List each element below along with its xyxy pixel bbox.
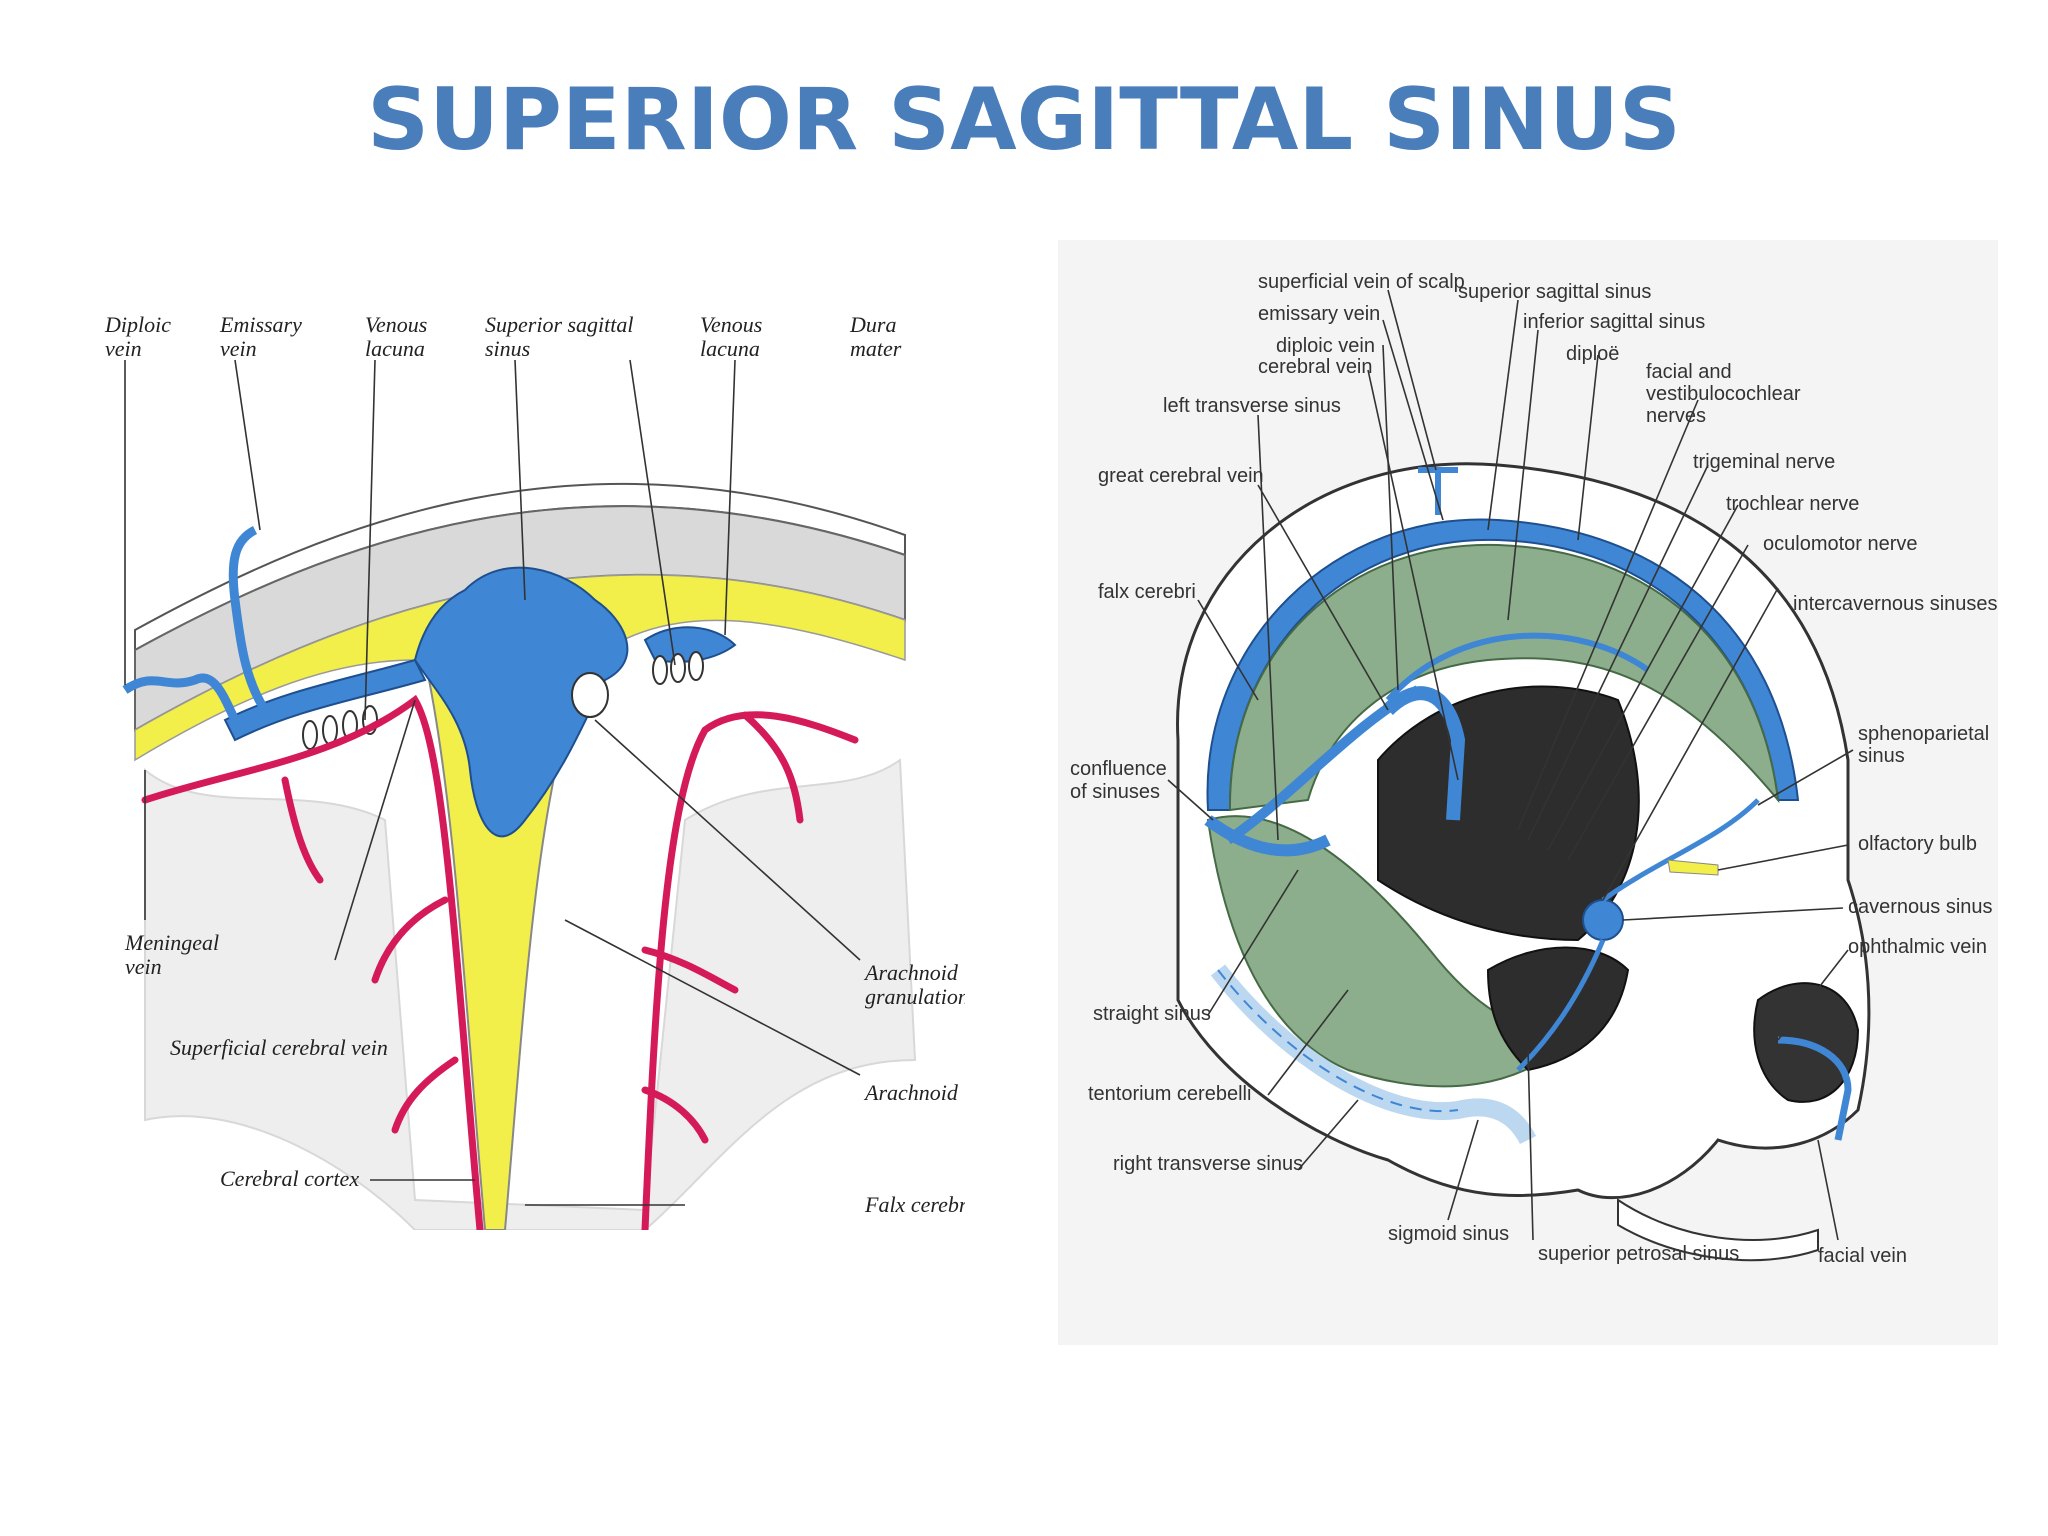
falx-cerebri [423,659,587,1230]
label-superficial-vein-of-scalp: superficial vein of scalp [1258,271,1465,293]
label-venous-lacuna-left-1: Venous [365,312,427,337]
label-falx-cerebri: falx cerebri [1098,581,1196,603]
label-emissary-vein: emissary vein [1258,303,1380,325]
left-transverse-sinus [1204,815,1331,857]
label-meningeal-vein-1: Meningeal [124,930,219,955]
label-diploic-vein-2: vein [105,336,142,361]
superior-sagittal-sinus [1206,518,1800,811]
ophthalmic-facial-vein [1777,1036,1852,1141]
label-arachnoid-granulation-2: granulation [865,984,965,1009]
label-facial-vein: facial vein [1818,1245,1907,1267]
cavernous-sinus [1582,899,1624,941]
maxilla-teeth [1617,1198,1819,1262]
label-superior-sagittal-sinus-1: Superior sagittal [485,312,634,337]
label-confluence-of-sinuses-1: confluence [1070,758,1167,780]
label-emissary-vein-2: vein [220,336,257,361]
label-tentorium-cerebelli: tentorium cerebelli [1088,1083,1251,1105]
superior-sagittal-sinus [413,566,629,838]
label-meningeal-vein-2: vein [125,954,162,979]
label-cerebral-vein: cerebral vein [1258,356,1373,378]
label-sphenoparietal-sinus-1: sphenoparietal [1858,723,1989,745]
olfactory-bulb [1667,859,1719,876]
label-facial-vestibulocochlear-1: facial and [1646,361,1732,383]
label-venous-lacuna-left-2: lacuna [365,336,425,361]
emissary-vein [1418,467,1458,515]
label-arachnoid-granulation-1: Arachnoid [863,960,959,985]
label-confluence-of-sinuses-2: of sinuses [1070,781,1160,803]
label-right-transverse-sinus: right transverse sinus [1113,1153,1303,1175]
cranial-fossa [1377,685,1640,942]
label-leaders [1167,289,1854,1241]
label-inferior-sagittal-sinus: inferior sagittal sinus [1523,311,1705,333]
coronal-section-illustration: Diploic vein Emissary vein Venous lacuna… [104,312,965,1230]
emissary-vein [228,525,269,713]
label-facial-vestibulocochlear-3: nerves [1646,405,1706,427]
label-superficial-cerebral-vein: Superficial cerebral vein [170,1035,388,1060]
venous-lacuna-left [223,658,427,742]
label-facial-vestibulocochlear-2: vestibulocochlear [1646,383,1801,405]
label-diploic-vein-1: Diploic [104,312,171,337]
label-venous-lacuna-right-2: lacuna [700,336,760,361]
label-oculomotor-nerve: oculomotor nerve [1763,533,1918,555]
great-cerebral-vein [1383,686,1466,821]
falx-cerebri [1228,543,1780,812]
middle-fossa [1486,946,1630,1072]
label-ophthalmic-vein: ophthalmic vein [1848,936,1987,958]
right-transverse-sinus-outline [1217,969,1459,1113]
label-cavernous-sinus: cavernous sinus [1848,896,1993,918]
label-superior-sagittal-sinus-2: sinus [485,336,530,361]
arachnoid-granulations-right [652,651,704,685]
label-diploic-vein: diploic vein [1276,335,1375,357]
label-intercavernous-sinuses: intercavernous sinuses [1793,593,1998,615]
label-falx-cerebri: Falx cerebr [864,1192,965,1217]
label-olfactory-bulb: olfactory bulb [1858,833,1977,855]
label-dura-mater-2: mater [850,336,902,361]
label-straight-sinus: straight sinus [1093,1003,1211,1025]
brain-tissue [144,758,917,1230]
skull-sinuses-illustration: superficial vein of scalp superior sagit… [1070,271,1998,1267]
label-trigeminal-nerve: trigeminal nerve [1693,451,1835,473]
label-sphenoparietal-sinus-2: sinus [1858,745,1905,767]
diploic-vein [122,673,240,723]
label-arachnoid: Arachnoid [863,1080,959,1105]
label-left-transverse-sinus: left transverse sinus [1163,395,1341,417]
arachnoid-granulation-bulb [571,672,609,718]
label-venous-lacuna-right-1: Venous [700,312,762,337]
label-superior-sagittal-sinus: superior sagittal sinus [1458,281,1651,303]
label-diploe: diploë [1566,343,1619,365]
label-sigmoid-sinus: sigmoid sinus [1388,1223,1509,1245]
cerebral-arteries [141,694,859,1230]
coronal-section-diagram: Diploic vein Emissary vein Venous lacuna… [85,300,965,1230]
label-emissary-vein-1: Emissary [219,312,302,337]
label-superior-petrosal-sinus: superior petrosal sinus [1538,1243,1739,1265]
label-trochlear-nerve: trochlear nerve [1726,493,1859,515]
dural-sinuses-skull-diagram: superficial vein of scalp superior sagit… [1058,240,1998,1345]
label-great-cerebral-vein: great cerebral vein [1098,465,1264,487]
slide-title: SUPERIOR SAGITTAL SINUS [367,70,1681,170]
sphenoparietal-sinus [1601,798,1760,903]
label-dura-mater-1: Dura [849,312,896,337]
label-cerebral-cortex: Cerebral cortex [220,1166,359,1191]
